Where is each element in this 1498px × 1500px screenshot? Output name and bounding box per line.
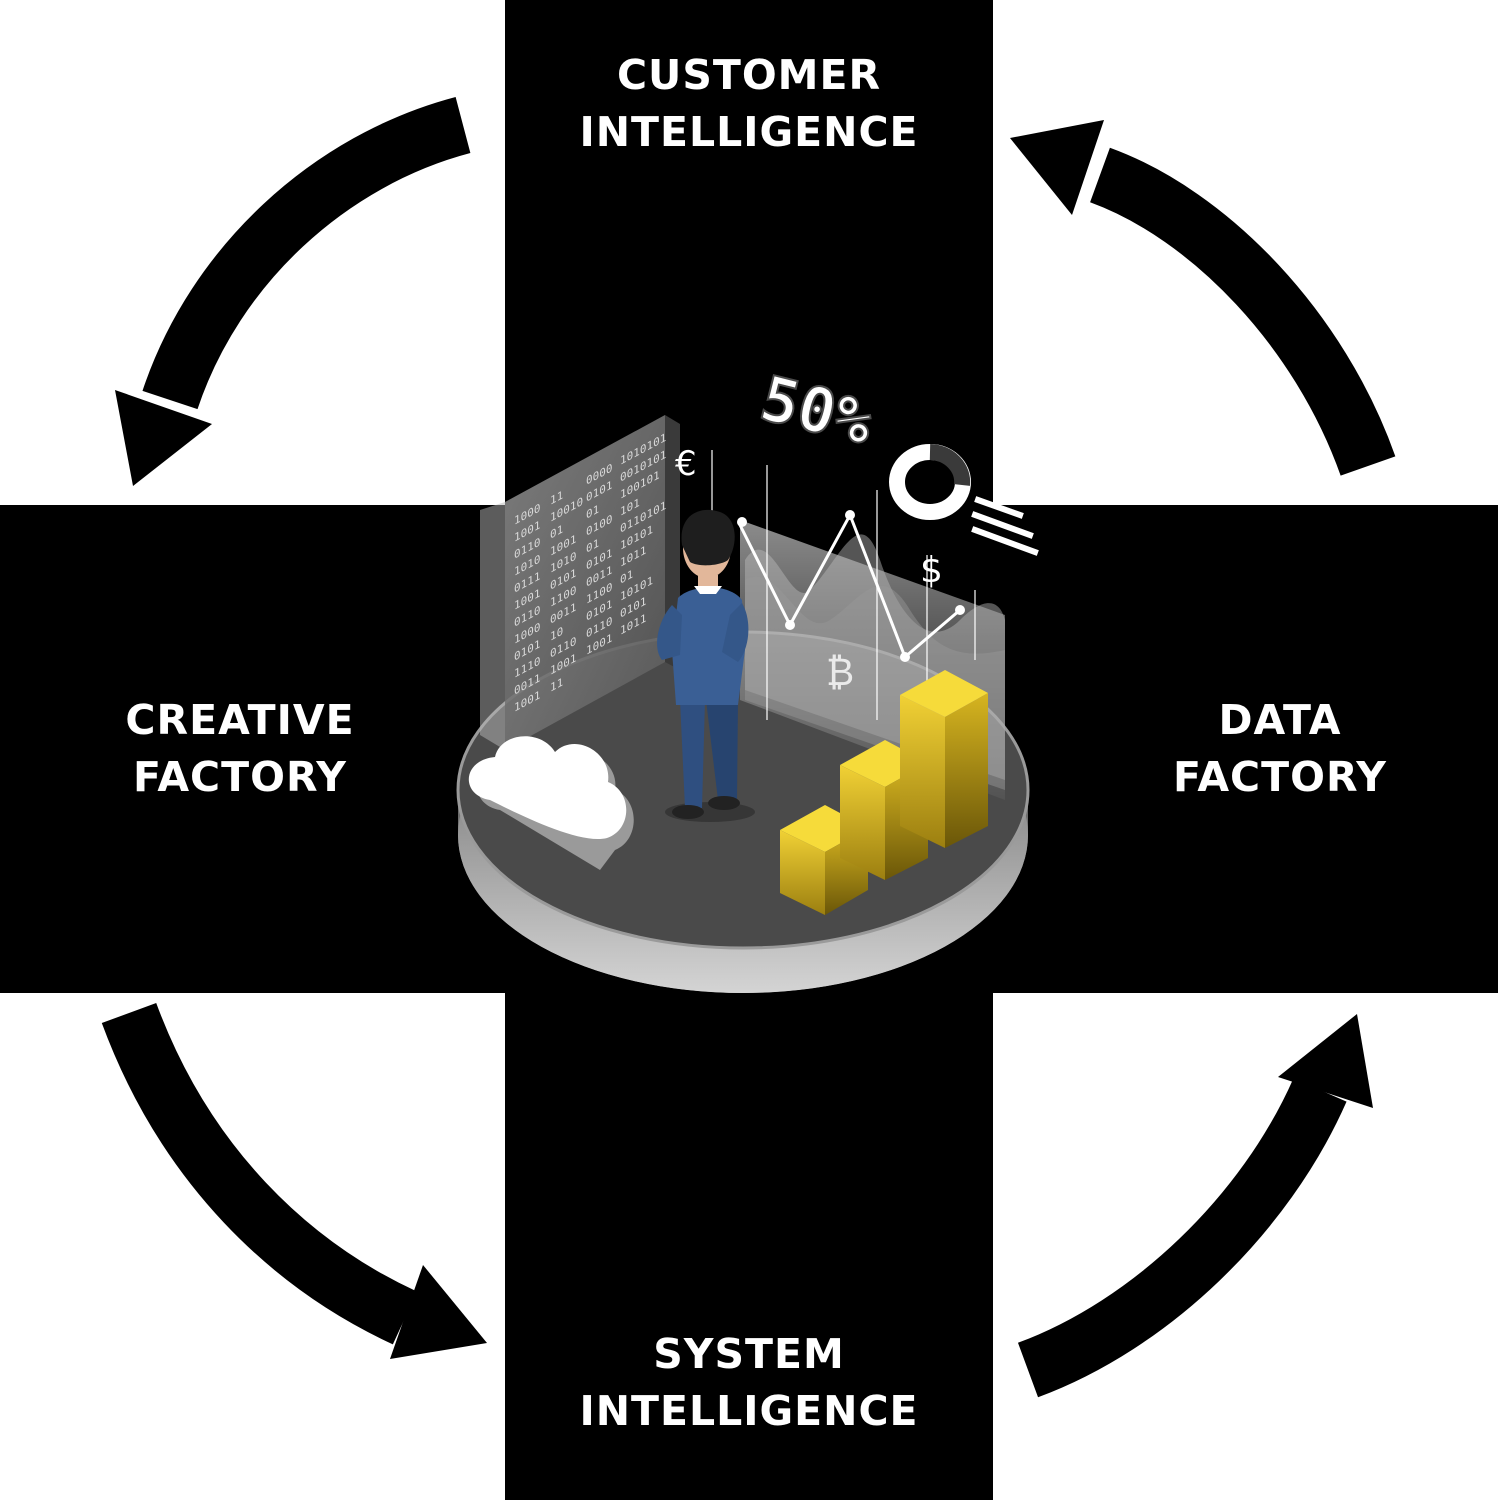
arrow-top-to-left xyxy=(115,96,471,486)
node-system-line2: INTELLIGENCE xyxy=(579,1387,919,1435)
percent-label: 50% xyxy=(754,361,880,459)
node-system-line1: SYSTEM xyxy=(653,1330,845,1378)
dollar-symbol: $ xyxy=(920,550,943,591)
node-customer-intelligence: CUSTOMER INTELLIGENCE xyxy=(505,47,993,161)
arrow-left-to-bottom xyxy=(101,1002,487,1359)
donut-icon xyxy=(889,444,971,520)
node-creative-factory: CREATIVE FACTORY xyxy=(60,692,420,806)
euro-symbol: € xyxy=(675,444,697,484)
node-data-factory: DATA FACTORY xyxy=(1100,692,1460,806)
binary-panel: 1000100101101010011110010110100001011110… xyxy=(480,415,680,750)
node-customer-line2: INTELLIGENCE xyxy=(579,108,919,156)
cloud-icon xyxy=(468,736,634,870)
node-system-intelligence: SYSTEM INTELLIGENCE xyxy=(505,1326,993,1440)
list-lines-icon xyxy=(971,496,1039,556)
node-creative-line2: FACTORY xyxy=(133,753,347,801)
node-data-line2: FACTORY xyxy=(1173,753,1387,801)
node-customer-line1: CUSTOMER xyxy=(616,51,882,99)
gold-bar-chart xyxy=(780,670,988,915)
node-creative-line1: CREATIVE xyxy=(125,696,355,744)
person-figure xyxy=(657,509,755,822)
arrow-bottom-to-right xyxy=(1017,1014,1373,1398)
bitcoin-symbol: ₿ xyxy=(826,650,854,694)
arrow-right-to-top xyxy=(1010,120,1396,476)
node-data-line1: DATA xyxy=(1218,696,1342,744)
